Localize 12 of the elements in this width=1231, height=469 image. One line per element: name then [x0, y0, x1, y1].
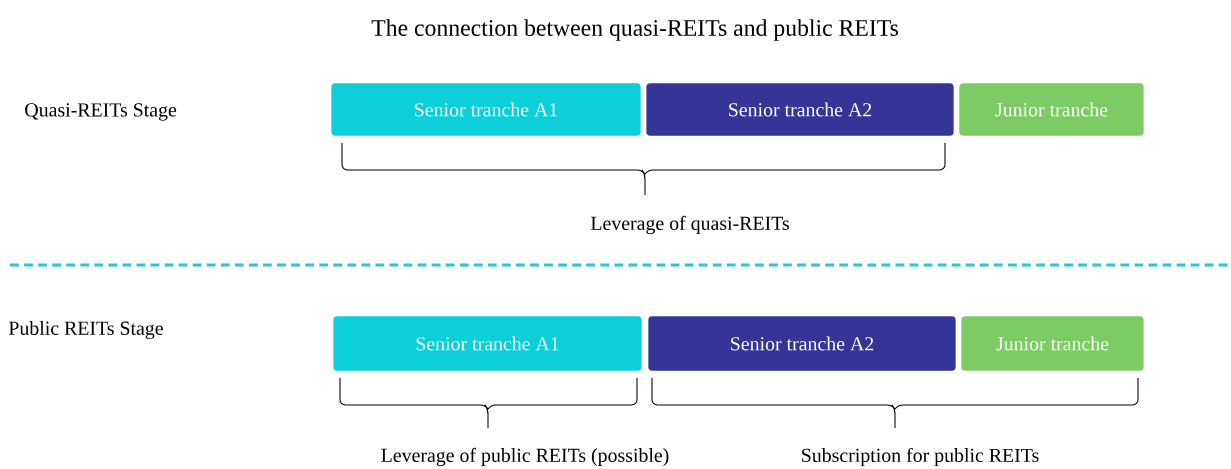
bracket-label: Leverage of public REITs (possible): [381, 447, 669, 467]
bracket-label: Subscription for public REITs: [802, 447, 1039, 467]
tranche-box: Senior tranche A1: [328, 80, 644, 139]
bracket-label: Leverage of quasi-REITs: [590, 215, 789, 235]
stage-label: Public REITs Stage: [8, 320, 163, 339]
title: The connection between quasi-REITs and public REITs: [371, 19, 898, 41]
tranche-box: Senior tranche A1: [330, 313, 645, 374]
tranche-box: Junior tranche: [958, 313, 1147, 374]
stage-label: Quasi-REITs Stage: [25, 103, 177, 121]
tranche-box: Senior tranche A2: [645, 313, 959, 374]
tranche-box: Senior tranche A2: [643, 80, 957, 139]
tranche-box: Junior tranche: [956, 80, 1147, 139]
